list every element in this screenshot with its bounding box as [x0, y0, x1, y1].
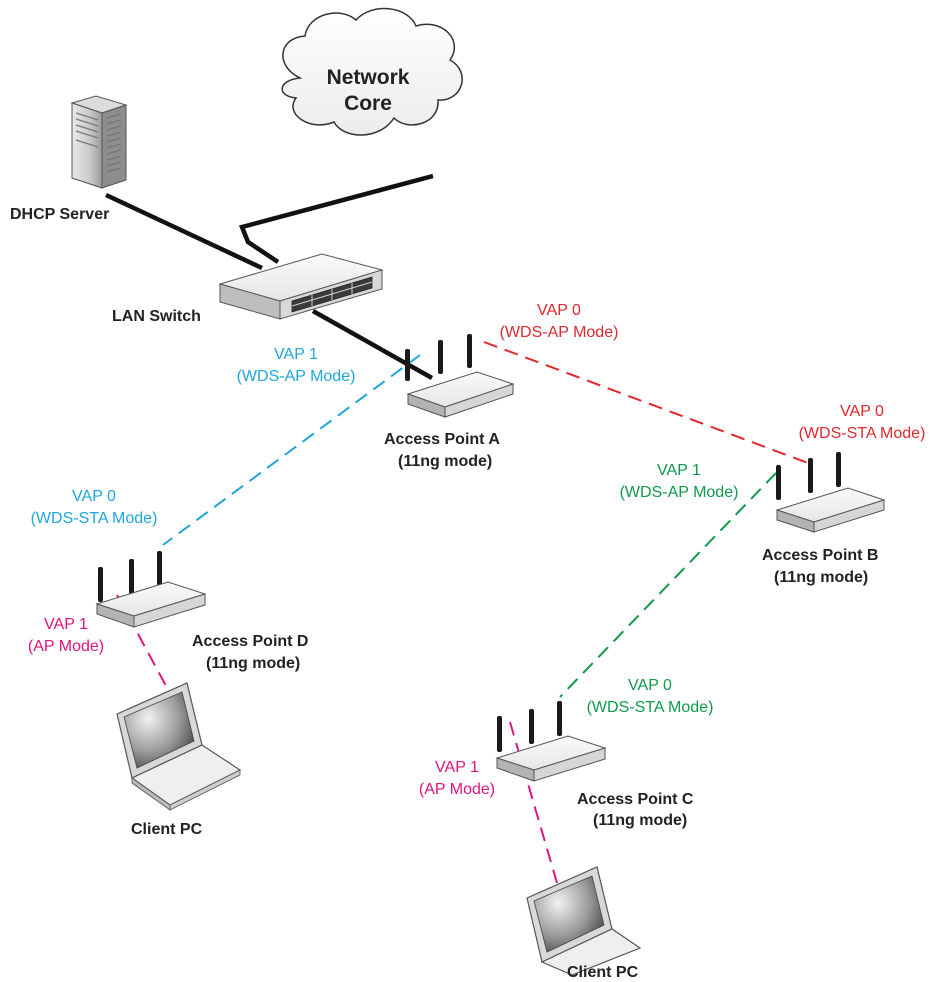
ap-d-vap1-mode: (AP Mode): [28, 638, 104, 655]
ap-d-vap1-name: VAP 1: [44, 616, 88, 633]
ap-b-vap0-mode: (WDS-STA Mode): [799, 425, 926, 442]
laptop-d-base-side: [169, 769, 241, 811]
ap-a-vap0-name: VAP 0: [537, 302, 581, 319]
vap-labels: VAP 1 (WDS-AP Mode) VAP 0 (WDS-AP Mode) …: [28, 302, 926, 798]
ap-d-name: Access Point D: [192, 633, 308, 650]
cloud-label-line2: Core: [344, 92, 392, 115]
ap-b-antennas: [776, 452, 841, 500]
server-vents: [106, 113, 122, 173]
ap-b-vap1-mode: (WDS-AP Mode): [620, 484, 739, 501]
client-pc-d: Client PC: [116, 682, 242, 838]
link-b-to-c: [559, 472, 777, 698]
ap-a-vap0-mode: (WDS-AP Mode): [500, 324, 619, 341]
ap-c-vap1-name: VAP 1: [435, 759, 479, 776]
ap-a-antennas: [405, 334, 472, 381]
cable-switch-to-ap-a: [311, 309, 434, 380]
ap-c-mode: (11ng mode): [593, 812, 687, 829]
client-pc-c: Client PC: [526, 866, 642, 981]
client-pc-c-label: Client PC: [567, 964, 639, 981]
lan-switch-label: LAN Switch: [112, 308, 201, 325]
network-core-cloud: Network Core: [281, 7, 463, 136]
ap-d-vap0-mode: (WDS-STA Mode): [31, 510, 158, 527]
access-point-d: Access Point D (11ng mode): [95, 551, 308, 672]
ap-c-antennas: [497, 701, 562, 752]
ap-d-antennas: [98, 551, 162, 602]
ap-d-side: [133, 593, 206, 628]
server-front: [71, 102, 103, 189]
ap-a-vap1-name: VAP 1: [274, 346, 318, 363]
dhcp-server-label: DHCP Server: [10, 206, 109, 223]
ap-c-name: Access Point C: [577, 791, 694, 808]
ap-a-vap1-mode: (WDS-AP Mode): [237, 368, 356, 385]
ap-c-side: [533, 747, 606, 782]
wireless-links: [116, 341, 809, 884]
ap-a-side: [444, 383, 514, 418]
link-d-to-client: [116, 594, 173, 698]
laptop-c-screen: [533, 875, 605, 953]
link-c-to-client: [509, 721, 558, 884]
client-pc-d-label: Client PC: [131, 821, 203, 838]
access-point-b: Access Point B (11ng mode): [762, 452, 886, 586]
laptop-d-screen: [123, 691, 195, 769]
ap-c-vap0-mode: (WDS-STA Mode): [587, 699, 714, 716]
ap-c-vap0-name: VAP 0: [628, 677, 672, 694]
access-point-a: Access Point A (11ng mode): [384, 334, 515, 470]
ap-b-name: Access Point B: [762, 547, 878, 564]
ap-b-vap0-name: VAP 0: [840, 403, 884, 420]
lan-switch: LAN Switch: [112, 253, 384, 325]
cable-dhcp-to-switch: [105, 192, 263, 271]
access-point-c: Access Point C (11ng mode): [495, 701, 694, 829]
ap-a-name: Access Point A: [384, 431, 500, 448]
ap-a-mode: (11ng mode): [398, 453, 492, 470]
ap-c-vap1-mode: (AP Mode): [419, 781, 495, 798]
laptop-c-base: [540, 928, 642, 976]
dhcp-server: DHCP Server: [10, 95, 128, 223]
cable-core-to-switch: [238, 173, 434, 264]
ap-b-side: [813, 499, 885, 533]
ap-d-mode: (11ng mode): [206, 655, 300, 672]
link-a-to-b: [483, 341, 809, 464]
cloud-label-line1: Network: [327, 66, 410, 89]
ap-b-mode: (11ng mode): [774, 569, 868, 586]
wired-links: [105, 173, 434, 380]
ap-b-vap1-name: VAP 1: [657, 462, 701, 479]
link-a-to-d: [162, 354, 421, 546]
cloud-shape: [281, 7, 463, 136]
ap-d-vap0-name: VAP 0: [72, 488, 116, 505]
